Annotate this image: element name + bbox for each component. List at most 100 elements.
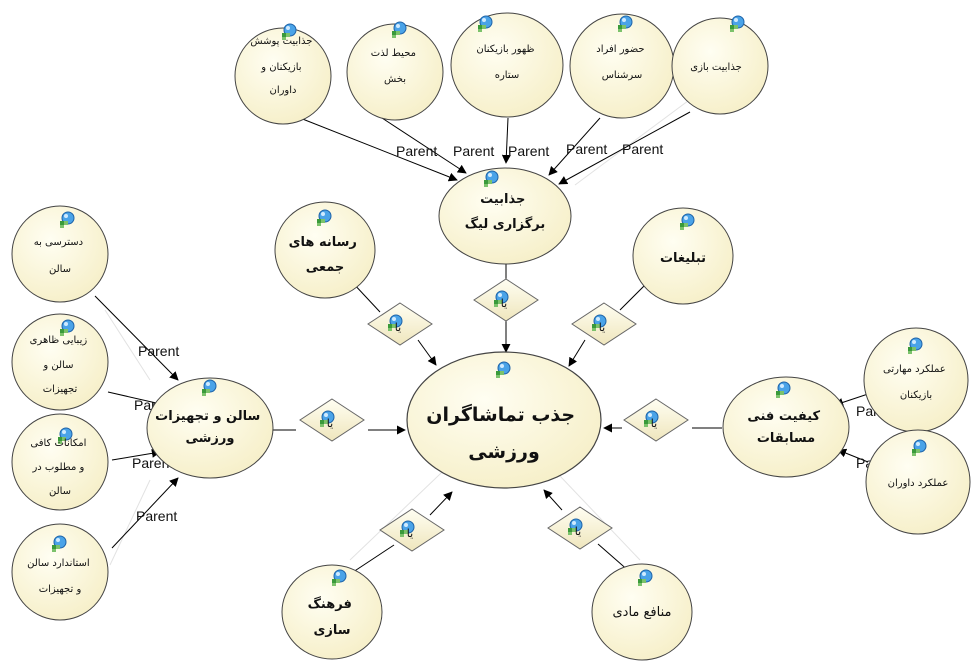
node-label: فرهنگ (308, 596, 352, 612)
node-celebrities[interactable]: حضور افراد سرشناس (569, 13, 675, 119)
svg-text:جذابیت بازی: جذابیت بازی (690, 62, 742, 73)
node-label: سالن و تجهیزات (155, 409, 260, 424)
edge-referees-technical (837, 448, 869, 463)
svg-text:عملکرد داوران: عملکرد داوران (888, 478, 949, 489)
node-label: و مطلوب در (31, 462, 84, 473)
node-game-appeal[interactable]: جذابیت بازی (671, 15, 769, 115)
edge-stars-league (501, 117, 511, 164)
node-label: عملکرد مهارتی (883, 364, 946, 375)
svg-text:رسانه های جمعی: رسانه های جمعی (289, 235, 362, 275)
node-label: ظهور بازیکنان (476, 44, 534, 55)
node-label: منافع مادی (612, 605, 671, 620)
gate-label: یا (407, 527, 413, 540)
node-label: ستاره (495, 70, 520, 81)
svg-text:عملکرد مهارتی بازیکنان: عملکرد مهارتی بازیکنان (883, 364, 949, 401)
gate-label: یا (501, 297, 507, 310)
gate-top: یا (473, 278, 539, 322)
node-label: ورزشی (468, 441, 540, 463)
svg-text:زیبایی ظاهری سالن و: زیبایی ظاهری سالن و تجهیزات (30, 335, 91, 395)
svg-text:جذب تماشاگران ورزشی: جذب تماشاگران ورزشی (426, 403, 581, 463)
node-label: داوران (269, 85, 296, 96)
gate-financial: یا (547, 506, 613, 550)
edge-dress-league (299, 117, 458, 182)
node-label: محیط لذت (371, 48, 416, 59)
svg-text:جذابیت برگزاری لیگ: جذابیت برگزاری لیگ (465, 192, 546, 232)
gate-technical: یا (623, 398, 689, 442)
svg-text:فرهنگ سازی: فرهنگ سازی (308, 596, 357, 638)
edge-gate-center-culture (429, 491, 453, 516)
edge-label: Parent (138, 343, 179, 359)
node-financial[interactable]: منافع مادی (591, 563, 693, 661)
gate-media: یا (367, 302, 433, 346)
node-label: رسانه های (289, 235, 357, 250)
node-stars[interactable]: ظهور بازیکنان ستاره (450, 12, 564, 118)
node-label: امکانات کافی (30, 438, 86, 449)
node-label: جذب تماشاگران (426, 403, 575, 426)
node-label: سالن (49, 264, 71, 275)
gate-culture: یا (379, 508, 445, 552)
gate-label: یا (651, 417, 657, 430)
edge-gate-center-financial (543, 489, 563, 511)
node-label: بخش (384, 74, 406, 85)
svg-text:جذابیت پوشش بازیکنان و: جذابیت پوشش بازیکنان و داوران (250, 36, 315, 96)
gate-label: یا (599, 321, 605, 334)
node-technical[interactable]: کیفیت فنی مسابقات (722, 376, 850, 478)
node-label: عملکرد داوران (888, 478, 949, 489)
edge-label: Parent (136, 508, 177, 524)
node-label: جذابیت (480, 192, 525, 207)
gate-label: یا (575, 525, 581, 538)
node-hall-standard[interactable]: استاندارد سالن و تجهیزات (11, 523, 109, 621)
node-atmosphere[interactable]: محیط لذت بخش (346, 21, 444, 121)
node-label: سرشناس (602, 70, 643, 81)
node-label: ورزشی (186, 431, 235, 446)
edge-ads-gate (619, 281, 649, 311)
gate-ads: یا (571, 302, 637, 346)
edge-label: Parent (566, 141, 607, 157)
node-media[interactable]: رسانه های جمعی (274, 201, 376, 299)
node-league[interactable]: جذابیت برگزاری لیگ (438, 167, 572, 265)
node-label: بازیکنان و (260, 62, 301, 73)
edge-atmosphere-league (381, 117, 467, 174)
edge-facilities-venue (111, 448, 161, 461)
edge-gate-center-ads (568, 339, 586, 367)
svg-text:منافع مادی: منافع مادی (612, 605, 671, 620)
svg-text:امکانات کافی و مطلوب د: امکانات کافی و مطلوب در سالن (30, 438, 89, 497)
svg-text:کیفیت فنی مسابقات: کیفیت فنی مسابقات (747, 409, 824, 446)
svg-text:استاندارد سالن و تجهیز: استاندارد سالن و تجهیزات (27, 558, 93, 595)
gate-label: یا (327, 417, 333, 430)
edge-gate-center-media (417, 339, 437, 366)
node-label: کیفیت فنی (747, 409, 820, 424)
node-label: سازی (313, 623, 350, 638)
edge-game-league (558, 111, 691, 185)
svg-text:سالن و تجهیزات ورزشی: سالن و تجهیزات ورزشی (155, 409, 265, 446)
node-label: دسترسی به (34, 237, 83, 248)
node-label: جذابیت پوشش (250, 36, 312, 47)
edge-standard-venue (111, 477, 179, 549)
node-hall-beauty[interactable]: زیبایی ظاهری سالن و تجهیزات (11, 313, 109, 411)
edge-label: Parent (396, 143, 437, 159)
node-label: مسابقات (757, 431, 815, 446)
node-referees[interactable]: عملکرد داوران (865, 429, 971, 535)
node-label: بازیکنان (900, 390, 932, 401)
node-label: جذابیت بازی (690, 62, 742, 73)
node-center[interactable]: جذب تماشاگران ورزشی (406, 351, 602, 489)
edge-celebrities-league (548, 117, 601, 176)
svg-text:ظهور بازیکنان ستاره: ظهور بازیکنان ستاره (476, 44, 537, 81)
node-venue[interactable]: سالن و تجهیزات ورزشی (146, 377, 274, 479)
node-label: استاندارد سالن (27, 558, 90, 569)
svg-text:محیط لذت بخش: محیط لذت بخش (371, 48, 419, 85)
node-label: جمعی (306, 260, 345, 275)
node-dress[interactable]: جذابیت پوشش بازیکنان و داوران (234, 23, 332, 125)
node-ads[interactable]: تبلیغات (632, 207, 734, 305)
node-label: تبلیغات (660, 251, 706, 266)
node-culture[interactable]: فرهنگ سازی (281, 564, 383, 660)
edge-label: Parent (622, 141, 663, 157)
edge-access-venue (94, 295, 179, 381)
node-hall-facilities[interactable]: امکانات کافی و مطلوب در سالن (11, 413, 109, 511)
node-player-skill[interactable]: عملکرد مهارتی بازیکنان (863, 327, 969, 433)
edge-label: Parent (508, 143, 549, 159)
node-label: تجهیزات (43, 384, 78, 395)
nodes: جذب تماشاگران ورزشی جذابیت برگزاری لیگ ر… (11, 12, 971, 661)
node-hall-access[interactable]: دسترسی به سالن (11, 205, 109, 303)
